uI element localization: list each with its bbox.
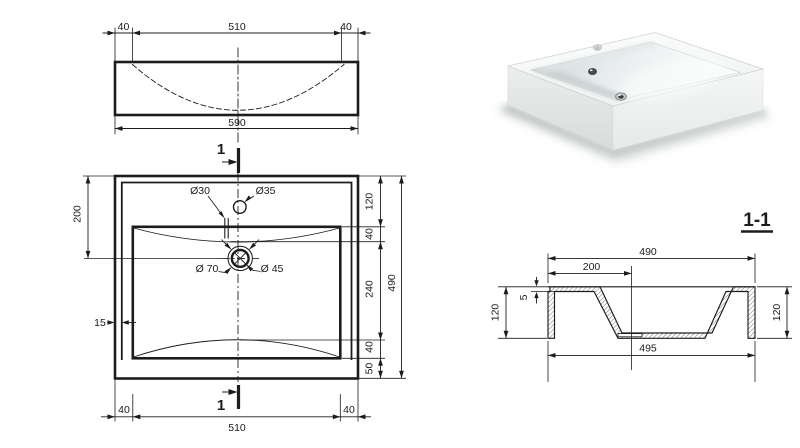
dim-chain-50: 50 — [364, 363, 376, 375]
basin-floor-glow — [619, 58, 725, 100]
faucet-mount-hole-inner — [595, 46, 600, 50]
label-faucet-dia: Ø35 — [256, 185, 276, 197]
label-overflow-dia: Ø30 — [190, 185, 210, 197]
section-490-dim — [547, 253, 756, 283]
section-drain-recess — [617, 333, 643, 338]
dim-bottom-right-40: 40 — [343, 404, 355, 416]
section-view: 1-1 490 200 5 — [490, 210, 792, 382]
dim-chain-240: 240 — [364, 280, 376, 298]
dim-chain-120: 120 — [364, 193, 376, 211]
section-title: 1-1 — [743, 210, 771, 231]
dim-495-arrow-l — [548, 353, 556, 358]
basin-left-wall-shade — [531, 70, 628, 100]
dim-15: 15 — [94, 317, 106, 329]
dim-15-arrow-left — [107, 320, 115, 325]
label-drain-outer-dia: Ø 70 — [196, 263, 219, 275]
overflow-slot — [224, 218, 229, 239]
front-top-dimension — [102, 27, 371, 62]
front-width-dimension — [114, 115, 359, 135]
front-basin-curve — [131, 63, 345, 111]
overflow-highlight — [589, 69, 593, 72]
dim-490s-arrow-r — [747, 256, 755, 261]
dim-120l-arrow-bottom — [503, 330, 509, 339]
plan-bottom-arrows — [107, 414, 366, 420]
dim-120r-arrow-top — [784, 286, 790, 295]
dim-200s-arrow-r — [624, 271, 632, 276]
dim-120r-arrow-bottom — [784, 330, 790, 339]
dim-490-plan: 490 — [386, 274, 398, 292]
faucet-hole — [232, 199, 247, 214]
dim-495: 495 — [639, 343, 657, 355]
dim-120-right: 120 — [771, 304, 783, 322]
basin-back-wall-shade — [531, 42, 658, 74]
front-width-arrows — [115, 126, 358, 131]
dim-590: 590 — [228, 117, 246, 129]
dim-120l-arrow-top — [503, 286, 509, 295]
overflow-hole-3d — [588, 68, 597, 75]
plan-basin-bottom-curve — [133, 339, 340, 358]
plan-right-ext-lines — [230, 175, 406, 379]
plan-bottom-ext-lines — [114, 380, 359, 422]
photo-shadow-wide — [498, 104, 770, 163]
dim-5-arrow-top — [534, 280, 539, 287]
dim-5: 5 — [518, 294, 530, 300]
dim-200: 200 — [72, 205, 84, 223]
section-label-top: 1 — [217, 141, 225, 158]
dim-5-arrow-bottom — [534, 291, 539, 299]
plan-chain-arrows — [378, 176, 404, 379]
washbasin-3d-photo — [498, 32, 770, 163]
dim-bottom-left-40: 40 — [118, 404, 130, 416]
section-495-dim — [547, 341, 756, 382]
dim-120-left: 120 — [490, 304, 502, 322]
dim-200s-arrow-l — [548, 271, 556, 276]
plan-view: Ø35 Ø30 Ø 70 Ø 45 200 15 — [72, 155, 406, 434]
dim-chain-40b: 40 — [364, 341, 376, 353]
front-top-dim-arrows — [107, 30, 366, 36]
overflow-leader — [207, 195, 221, 214]
section-right-120-dim — [757, 286, 792, 339]
section-left-120-dim — [498, 286, 547, 339]
faucet-leader-arrow — [244, 195, 252, 203]
section-marker-bottom: 1 — [217, 385, 241, 414]
dim-bottom-510: 510 — [228, 422, 246, 434]
plan-rim-line — [120, 181, 353, 360]
front-view: 40 510 40 590 — [102, 21, 371, 143]
dim-490-section: 490 — [639, 246, 657, 258]
plan-outer-rect — [113, 174, 360, 380]
label-drain-inner-dia: Ø 45 — [261, 263, 284, 275]
dim-495-arrow-r — [747, 353, 755, 358]
plan-left-dimension — [83, 175, 114, 259]
plan-basin-rect — [131, 225, 342, 360]
dim-200-section: 200 — [583, 261, 601, 273]
dim-200-arrow-top — [85, 176, 91, 184]
dim-top-510: 510 — [228, 21, 246, 33]
drain-leader-arrows — [218, 239, 261, 275]
photo-shadow — [504, 104, 766, 156]
section-marker-top: 1 — [217, 141, 241, 173]
overflow-leader-arrow — [218, 211, 225, 219]
dim-top-right-40: 40 — [340, 21, 352, 33]
dim-200-arrow-bottom — [85, 250, 91, 259]
section-material — [547, 286, 756, 339]
section-label-bottom: 1 — [217, 397, 225, 414]
dim-chain-40a: 40 — [364, 228, 376, 240]
front-outline — [113, 60, 360, 117]
dim-top-left-40: 40 — [118, 21, 130, 33]
drain-3d-highlight — [618, 94, 621, 96]
dim-15-arrow-right — [121, 320, 129, 325]
dim-490s-arrow-l — [548, 256, 556, 261]
